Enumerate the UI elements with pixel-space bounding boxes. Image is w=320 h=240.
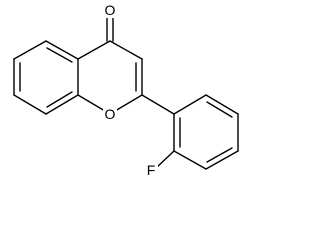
bond <box>45 94 79 115</box>
structure-diagram: O O F <box>13 2 239 178</box>
bond <box>13 94 47 115</box>
bond <box>155 150 175 169</box>
bond <box>13 40 47 60</box>
bond <box>77 40 111 60</box>
bond <box>141 94 175 115</box>
bond <box>173 94 207 115</box>
bond <box>45 40 79 60</box>
structure-svg: O O F <box>13 2 239 178</box>
fluorophenyl-ring <box>155 94 239 170</box>
bond <box>205 94 239 115</box>
benzo-ring <box>13 40 79 115</box>
bond <box>173 150 207 170</box>
fluorine-label: F <box>144 162 158 178</box>
fluorine-text: F <box>147 162 156 178</box>
bond <box>46 91 73 108</box>
bond <box>109 40 143 60</box>
bond <box>205 150 239 170</box>
pyranone-ring <box>77 15 143 115</box>
bond <box>46 47 73 63</box>
bond <box>206 147 233 163</box>
carbonyl-oxygen-text: O <box>105 2 116 18</box>
carbonyl-oxygen-label: O <box>103 2 117 18</box>
ring-oxygen-label: O <box>103 106 117 122</box>
ring-oxygen-text: O <box>105 106 116 122</box>
bond <box>206 101 233 118</box>
